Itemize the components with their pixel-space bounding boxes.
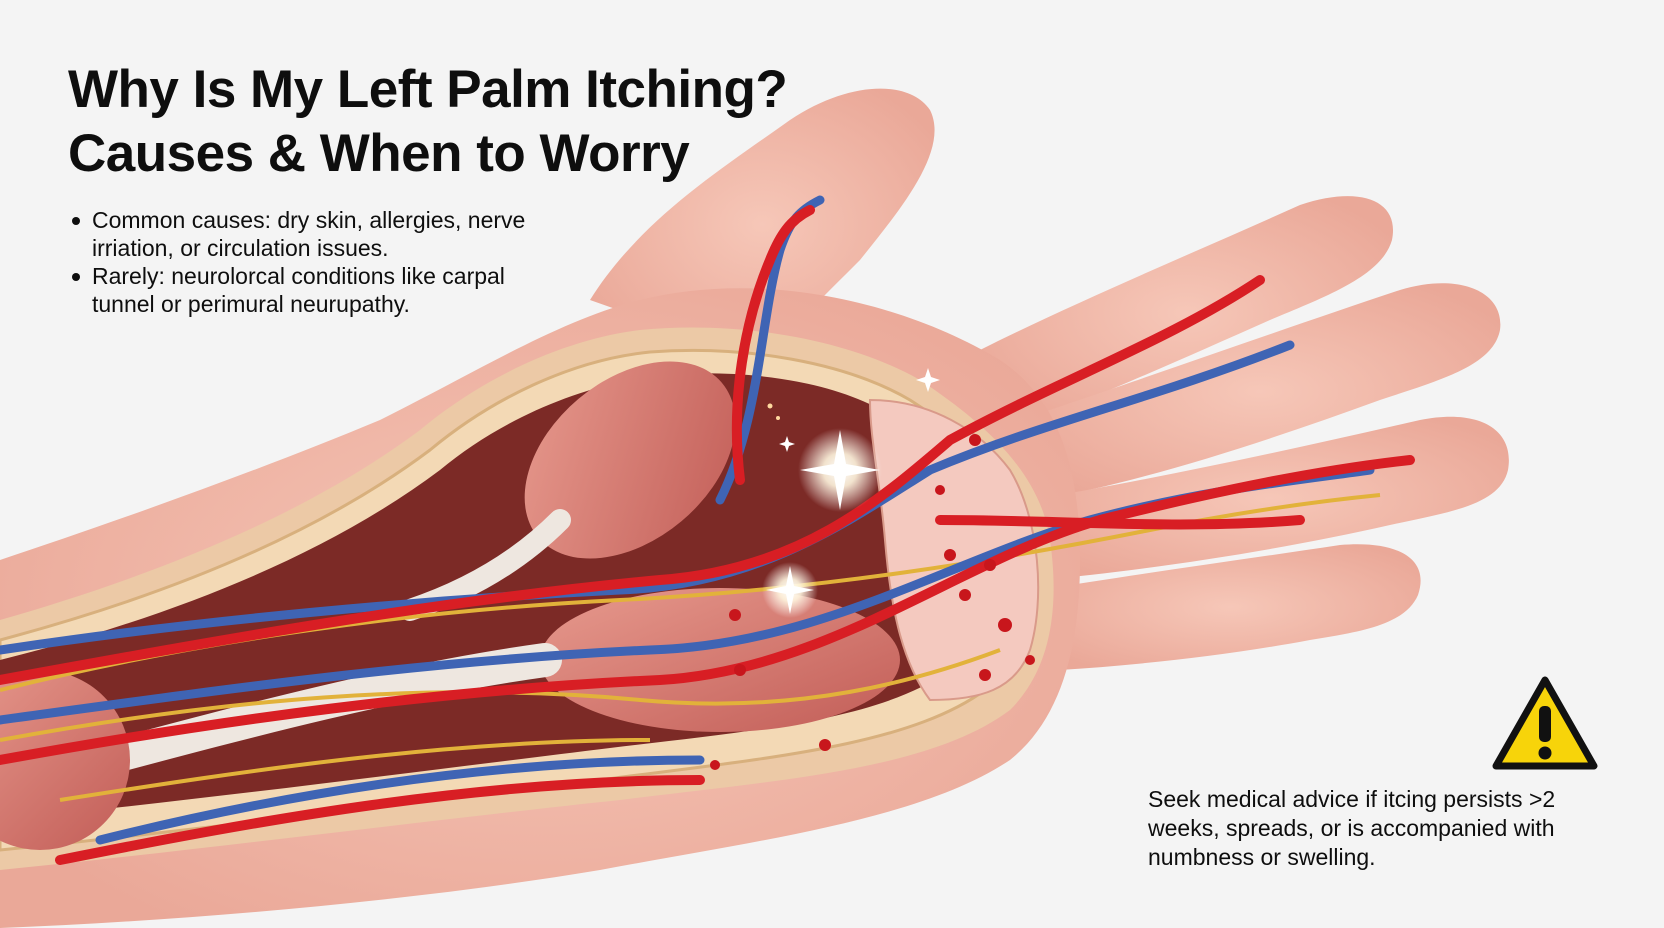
page-title: Why Is My Left Palm Itching? Causes & Wh… — [68, 58, 828, 186]
causes-list: Common causes: dry skin, allergies, nerv… — [72, 206, 552, 318]
list-item: Rarely: neurolorcal conditions like carp… — [72, 262, 552, 318]
nerve-sparkles — [762, 368, 940, 618]
medical-advice-text: Seek medical advice if itcing persists >… — [1148, 786, 1556, 870]
inflammation-spots — [710, 434, 1035, 770]
title-line-2: Causes & When to Worry — [68, 124, 690, 183]
thenar-muscle — [524, 361, 736, 559]
list-item: Common causes: dry skin, allergies, nerv… — [72, 206, 552, 262]
title-line-1: Why Is My Left Palm Itching? — [68, 60, 788, 119]
thumb — [590, 88, 935, 361]
little-finger — [1040, 544, 1421, 670]
arteries — [0, 205, 1415, 865]
middle-finger — [1020, 283, 1501, 500]
warning-triangle-icon — [1492, 676, 1598, 770]
forearm-tendon — [83, 643, 562, 777]
